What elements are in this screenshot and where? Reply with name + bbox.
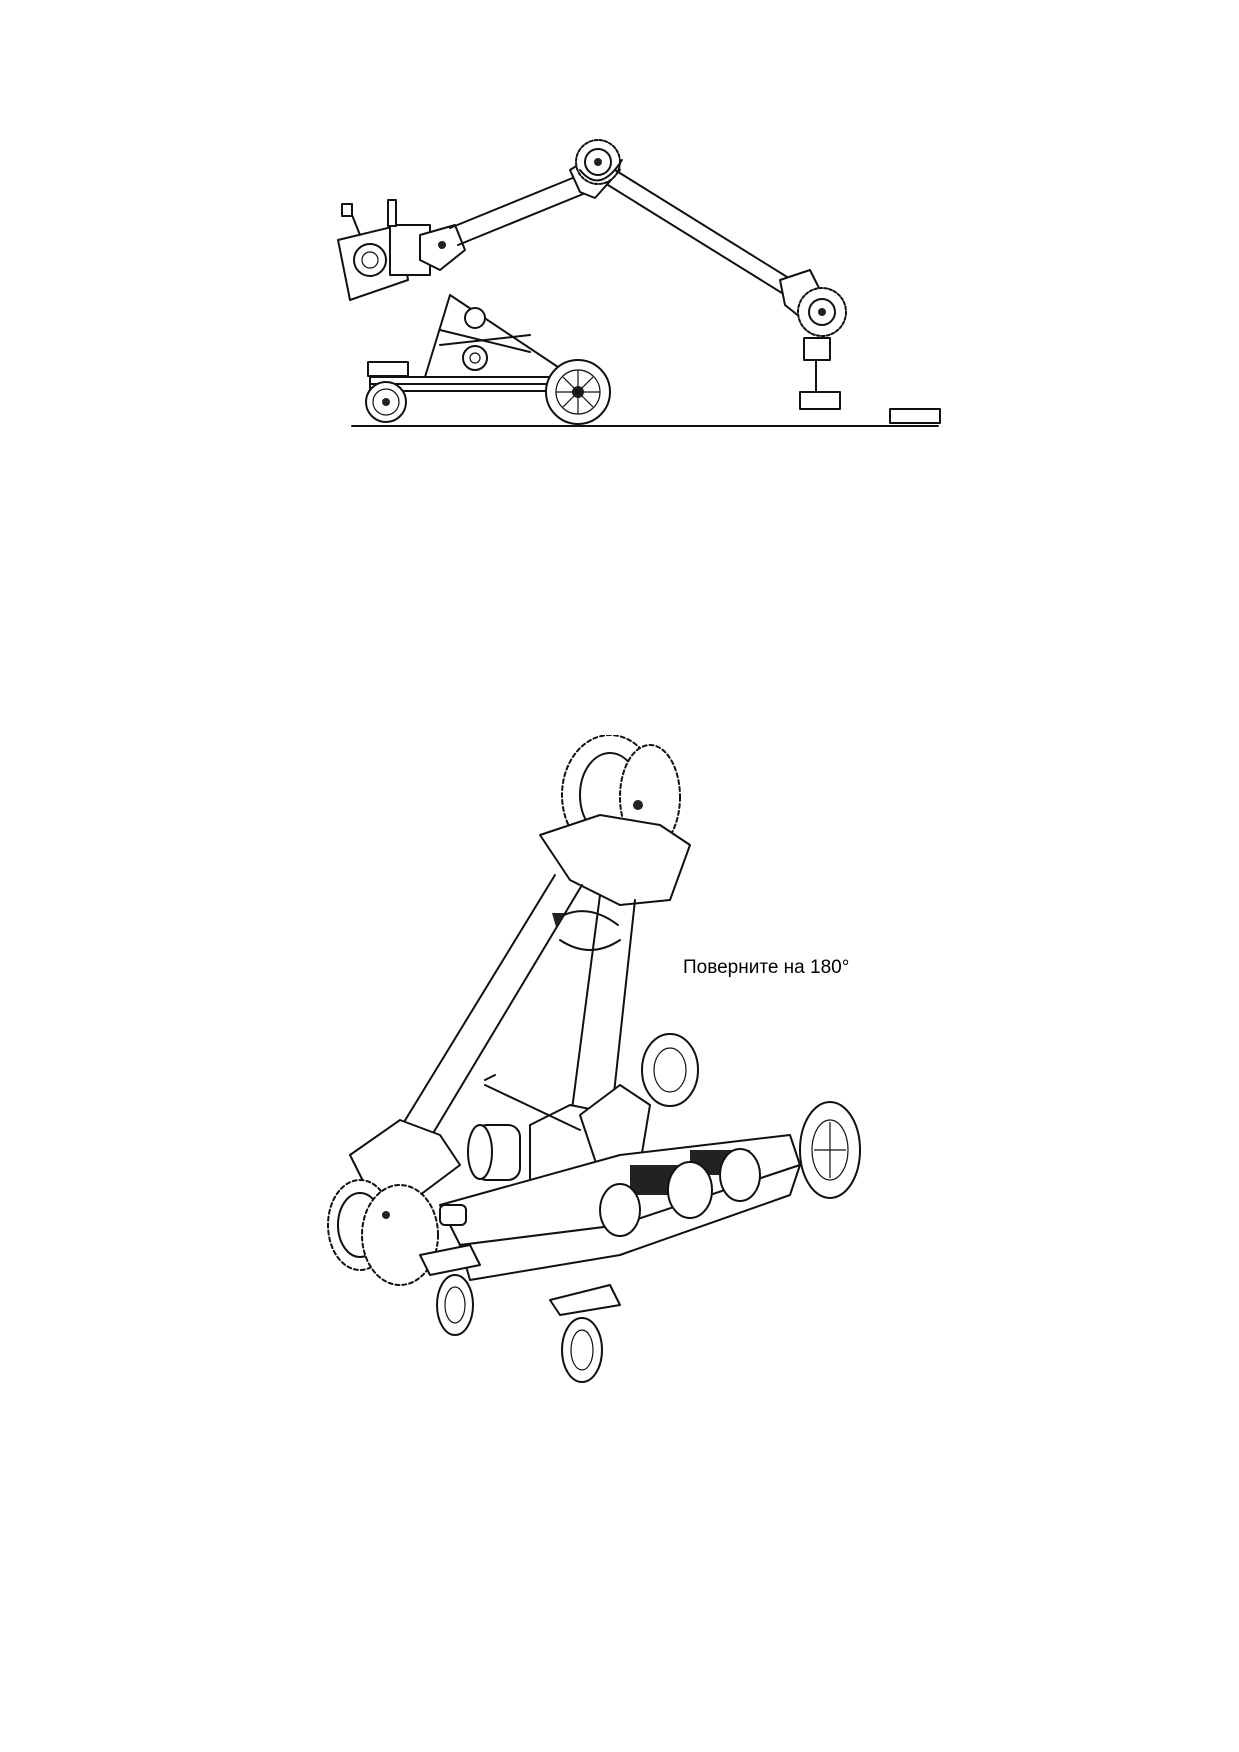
perspective-rig-svg	[327, 735, 861, 1383]
end-sheave	[797, 287, 847, 410]
drive-chain-detail	[599, 1148, 761, 1237]
capstan-head	[337, 199, 431, 301]
perspective-rig-illustration	[320, 735, 960, 1475]
main-wheel	[545, 359, 611, 425]
rotation-caption: Поверните на 180°	[683, 957, 850, 978]
upper-sheave-assembly	[539, 735, 691, 906]
boom-pivot	[419, 224, 466, 271]
rotation-arrow	[552, 910, 621, 951]
caster-wheel-front-left	[419, 1244, 481, 1336]
rear-wheel-right	[799, 1101, 861, 1199]
diagonal-boom	[389, 874, 583, 1156]
base-frame	[369, 294, 571, 392]
boom-upper-section	[607, 169, 831, 326]
top-sheave	[575, 139, 623, 185]
caster-wheel-left	[365, 361, 409, 423]
rear-wheel-back	[641, 1033, 699, 1107]
side-view-rig-svg	[337, 139, 941, 427]
floor-anchor-plate	[889, 408, 941, 424]
lower-sheave-assembly	[327, 1119, 461, 1286]
caster-wheel-front-right	[549, 1284, 621, 1383]
side-view-rig-illustration	[330, 130, 950, 440]
